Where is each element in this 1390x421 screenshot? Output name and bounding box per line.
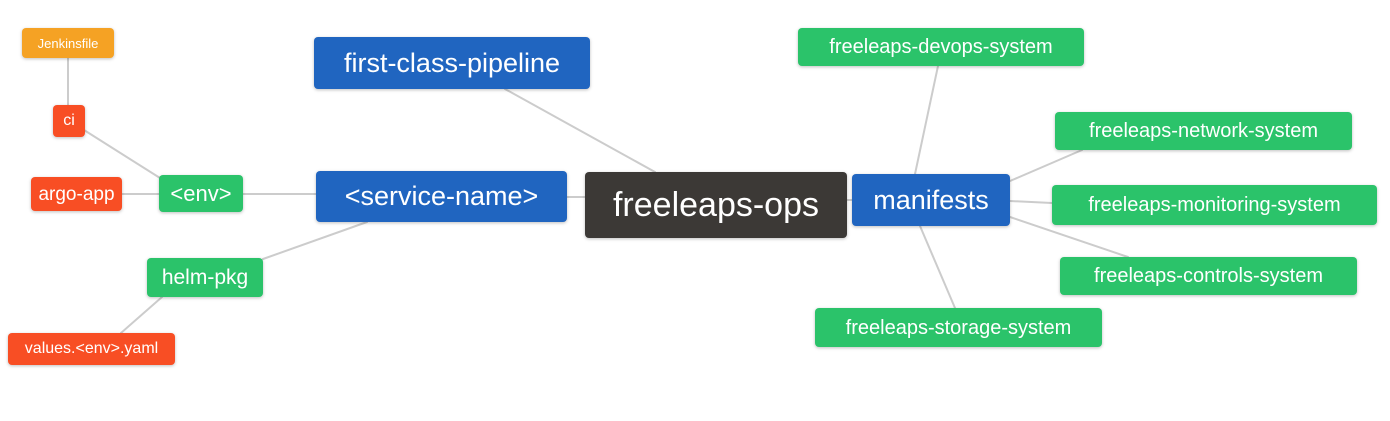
node-label-argo-app: argo-app [38,183,115,205]
node-helm-pkg[interactable]: helm-pkg [147,258,263,297]
node-label-values-env-yaml: values.<env>.yaml [24,340,159,357]
node-freeleaps-network-system[interactable]: freeleaps-network-system [1055,112,1352,150]
node-argo-app[interactable]: argo-app [31,177,122,211]
edge-first-class-pipeline--freeleaps-ops [504,88,656,173]
edge-manifests--freeleaps-monitoring-system [1009,200,1053,204]
node-label-freeleaps-network-system: freeleaps-network-system [1089,120,1318,142]
node-label-freeleaps-controls-system: freeleaps-controls-system [1094,265,1323,287]
node-label-env: <env> [170,180,232,206]
node-env[interactable]: <env> [159,175,243,212]
node-manifests[interactable]: manifests [852,174,1010,226]
edge-manifests--freeleaps-devops-system [914,65,939,175]
node-label-jenkinsfile: Jenkinsfile [37,35,99,51]
edge-ci--env [83,129,161,179]
node-first-class-pipeline[interactable]: first-class-pipeline [314,37,590,89]
node-freeleaps-devops-system[interactable]: freeleaps-devops-system [798,28,1084,66]
node-service-name[interactable]: <service-name> [316,171,567,222]
node-label-manifests: manifests [873,184,989,215]
node-freeleaps-controls-system[interactable]: freeleaps-controls-system [1060,257,1357,295]
edge-service-name--helm-pkg [262,221,368,260]
node-freeleaps-monitoring-system[interactable]: freeleaps-monitoring-system [1052,185,1377,225]
node-label-first-class-pipeline: first-class-pipeline [343,47,561,78]
node-label-ci: ci [63,112,75,129]
node-label-freeleaps-storage-system: freeleaps-storage-system [845,316,1072,339]
node-label-service-name: <service-name> [344,181,539,211]
node-label-freeleaps-devops-system: freeleaps-devops-system [829,36,1053,58]
edge-manifests--freeleaps-storage-system [919,225,956,309]
node-ci[interactable]: ci [53,105,85,137]
node-label-helm-pkg: helm-pkg [161,266,249,289]
node-freeleaps-ops[interactable]: freeleaps-ops [585,172,847,238]
node-values-env-yaml[interactable]: values.<env>.yaml [8,333,175,365]
edge-manifests--freeleaps-network-system [1009,149,1083,182]
node-label-freeleaps-monitoring-system: freeleaps-monitoring-system [1088,194,1341,216]
node-freeleaps-storage-system[interactable]: freeleaps-storage-system [815,308,1102,347]
edge-helm-pkg--values-env-yaml [120,296,163,334]
node-jenkinsfile[interactable]: Jenkinsfile [22,28,114,58]
node-label-freeleaps-ops: freeleaps-ops [612,186,819,224]
